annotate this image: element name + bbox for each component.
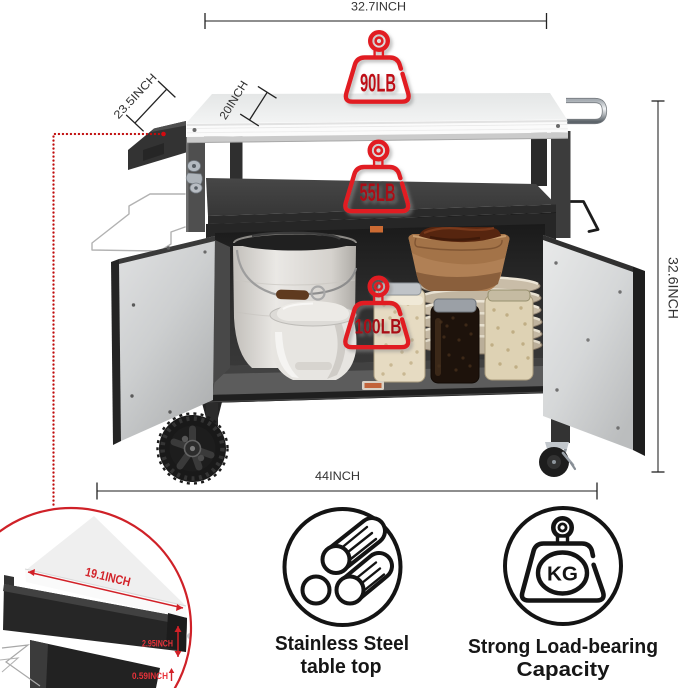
svg-text:Strong Load-bearing: Strong Load-bearing (468, 635, 658, 658)
svg-text:table top: table top (301, 655, 382, 678)
svg-text:Capacity: Capacity (517, 658, 611, 681)
svg-text:0.59INCH: 0.59INCH (132, 671, 168, 681)
svg-text:Stainless Steel: Stainless Steel (275, 632, 409, 655)
svg-text:2.95INCH: 2.95INCH (142, 639, 173, 649)
svg-text:55LB: 55LB (360, 179, 396, 207)
svg-text:44INCH: 44INCH (315, 469, 360, 483)
svg-text:100LB: 100LB (355, 316, 402, 339)
svg-text:32.6INCH: 32.6INCH (666, 257, 679, 319)
svg-text:32.7INCH: 32.7INCH (351, 0, 406, 14)
svg-text:KG: KG (547, 564, 578, 586)
svg-text:90LB: 90LB (360, 70, 396, 98)
